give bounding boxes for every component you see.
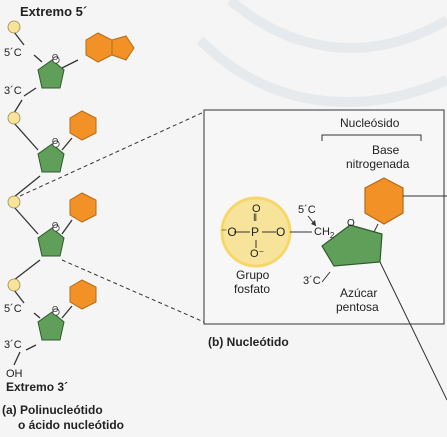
carbon3-top-label: 3´C xyxy=(4,85,22,97)
phosphate-o-minus-left: ⁻O xyxy=(221,225,237,239)
base-1-pentagon xyxy=(111,35,135,61)
ring-o-label-2: O xyxy=(52,137,59,146)
c5-label: 5´C xyxy=(298,204,316,216)
sugar-1 xyxy=(37,59,65,89)
c5-arrow-head xyxy=(311,220,316,226)
ring-oxygen xyxy=(52,56,60,316)
ch2-label: CH2 xyxy=(314,226,334,240)
extremo-3-label: Extremo 3´ xyxy=(6,380,69,394)
sugar-4 xyxy=(37,311,65,341)
ch2-subscript: 2 xyxy=(329,231,335,241)
phosphate-o-right: O xyxy=(276,225,286,239)
nucleoside-label: Nucleósido xyxy=(340,116,400,130)
c3-arrow xyxy=(321,271,331,283)
ring-o-label-3: O xyxy=(52,221,59,230)
sugar-label-line2: pentosa xyxy=(336,300,379,314)
phosphate-o-minus-bottom: O⁻ xyxy=(250,248,265,260)
base-label-line2: nitrogenada xyxy=(346,157,410,171)
base-nitrogenous xyxy=(364,177,404,225)
ring-o-label-1: O xyxy=(52,53,59,62)
c3-label: 3´C xyxy=(303,275,321,287)
phosphate-circle-2 xyxy=(7,111,21,125)
sugar-2 xyxy=(37,143,65,173)
ring-o-big: O xyxy=(347,218,355,229)
ring-o-label-4: O xyxy=(52,305,59,314)
nucleoside-bracket xyxy=(321,134,422,141)
zoom-lines xyxy=(19,111,205,323)
base-4 xyxy=(69,279,97,310)
caption-b: (b) Nucleótido xyxy=(208,335,289,349)
sugar-pentose xyxy=(321,224,383,267)
phosphate-circle-4 xyxy=(7,278,21,292)
sugar-exit-line xyxy=(379,261,447,401)
extremo-5-label: Extremo 5´ xyxy=(20,4,88,19)
base-2 xyxy=(69,110,97,141)
polynucleotide-backbone xyxy=(13,31,43,366)
glycosidic-bond-big xyxy=(373,223,379,233)
sugar-label-line1: Azúcar xyxy=(340,286,378,300)
oh-label: OH xyxy=(6,368,23,380)
background-helix xyxy=(196,0,447,107)
phosphate-circle-3 xyxy=(7,195,21,209)
phosphate-double-bond: ‖ xyxy=(253,213,258,224)
base-3 xyxy=(69,192,97,223)
carbon5-bottom-label: 5´C xyxy=(4,303,22,315)
phosphate-circles xyxy=(7,20,21,292)
sugar-pentagons xyxy=(37,59,65,341)
caption-a-line1: (a) Polinucleótido xyxy=(2,403,103,417)
carbon5-top-label: 5´C xyxy=(4,47,22,59)
sugar-3 xyxy=(37,227,65,257)
phosphate-group-line1: Grupo xyxy=(236,268,270,282)
phosphate-circle-1 xyxy=(7,20,21,34)
phosphate-group-line2: fosfato xyxy=(234,282,271,296)
caption-a-line2: o ácido nucleótido xyxy=(18,418,125,432)
base-label-line1: Base xyxy=(372,143,400,157)
phosphate-o-top: O xyxy=(252,203,261,215)
glycosidic-bonds xyxy=(61,59,79,319)
ch2-text: CH xyxy=(314,226,330,238)
phosphate-p: P xyxy=(251,225,260,239)
base-hexagons xyxy=(69,32,113,310)
carbon3-bottom-label: 3´C xyxy=(4,339,22,351)
